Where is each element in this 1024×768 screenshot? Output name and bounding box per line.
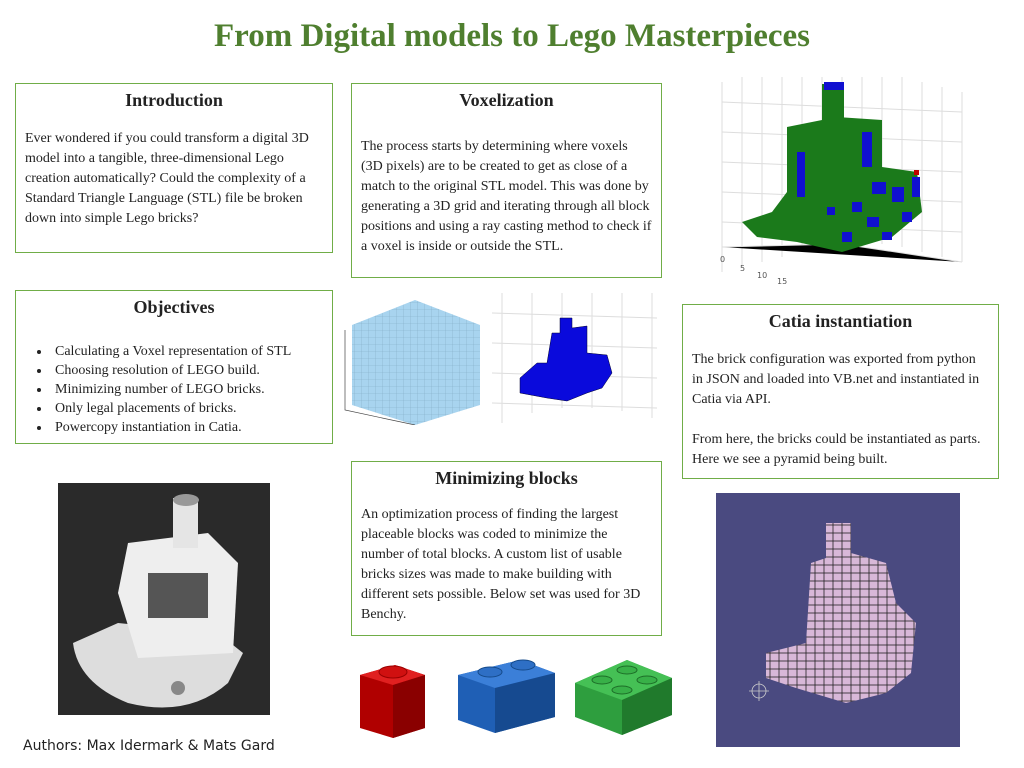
blue-brick-1x2-image <box>458 659 555 733</box>
voxel-plot-benchy-green: 0 5 10 15 <box>720 77 963 286</box>
introduction-text: Ever wondered if you could transform a d… <box>25 131 309 226</box>
authors-text: Authors: Max Idermark & Mats Gard <box>23 738 275 754</box>
red-brick-1x1-image <box>360 665 425 738</box>
objective-item: Choosing resolution of LEGO build. <box>51 361 323 380</box>
objectives-heading: Objectives <box>133 297 215 317</box>
voxelization-box: Voxelization The process starts by deter… <box>351 83 662 278</box>
objective-item: Minimizing number of LEGO bricks. <box>51 380 323 399</box>
objectives-box: Objectives Calculating a Voxel represent… <box>15 290 333 444</box>
catia-text-2: From here, the bricks could be instantia… <box>692 432 981 467</box>
objective-item: Only legal placements of bricks. <box>51 399 323 418</box>
tick-label: 0 <box>720 255 725 264</box>
objectives-list: Calculating a Voxel representation of ST… <box>25 342 323 437</box>
green-brick-2x2-image <box>575 660 672 735</box>
catia-benchy-bricks-image <box>716 493 960 747</box>
tick-label: 15 <box>777 277 787 286</box>
voxelization-heading: Voxelization <box>459 90 554 110</box>
tick-label: 10 <box>757 271 767 280</box>
objective-item: Powercopy instantiation in Catia. <box>51 418 323 437</box>
catia-heading: Catia instantiation <box>768 311 913 331</box>
minimizing-text: An optimization process of finding the l… <box>361 507 641 622</box>
catia-text-1: The brick configuration was exported fro… <box>692 352 980 407</box>
introduction-box: Introduction Ever wondered if you could … <box>15 83 333 253</box>
catia-box: Catia instantiation The brick configurat… <box>682 304 999 479</box>
voxelization-text: The process starts by determining where … <box>361 139 652 254</box>
objective-item: Calculating a Voxel representation of ST… <box>51 342 323 361</box>
minimizing-box: Minimizing blocks An optimization proces… <box>351 461 662 636</box>
poster-title: From Digital models to Lego Masterpieces <box>214 18 810 54</box>
minimizing-heading: Minimizing blocks <box>435 468 578 488</box>
benchy-render-image <box>58 483 270 715</box>
introduction-heading: Introduction <box>125 90 223 110</box>
voxel-grid-cube <box>344 300 480 425</box>
tick-label: 5 <box>740 264 745 273</box>
voxel-plot-benchy-blue <box>492 293 658 423</box>
